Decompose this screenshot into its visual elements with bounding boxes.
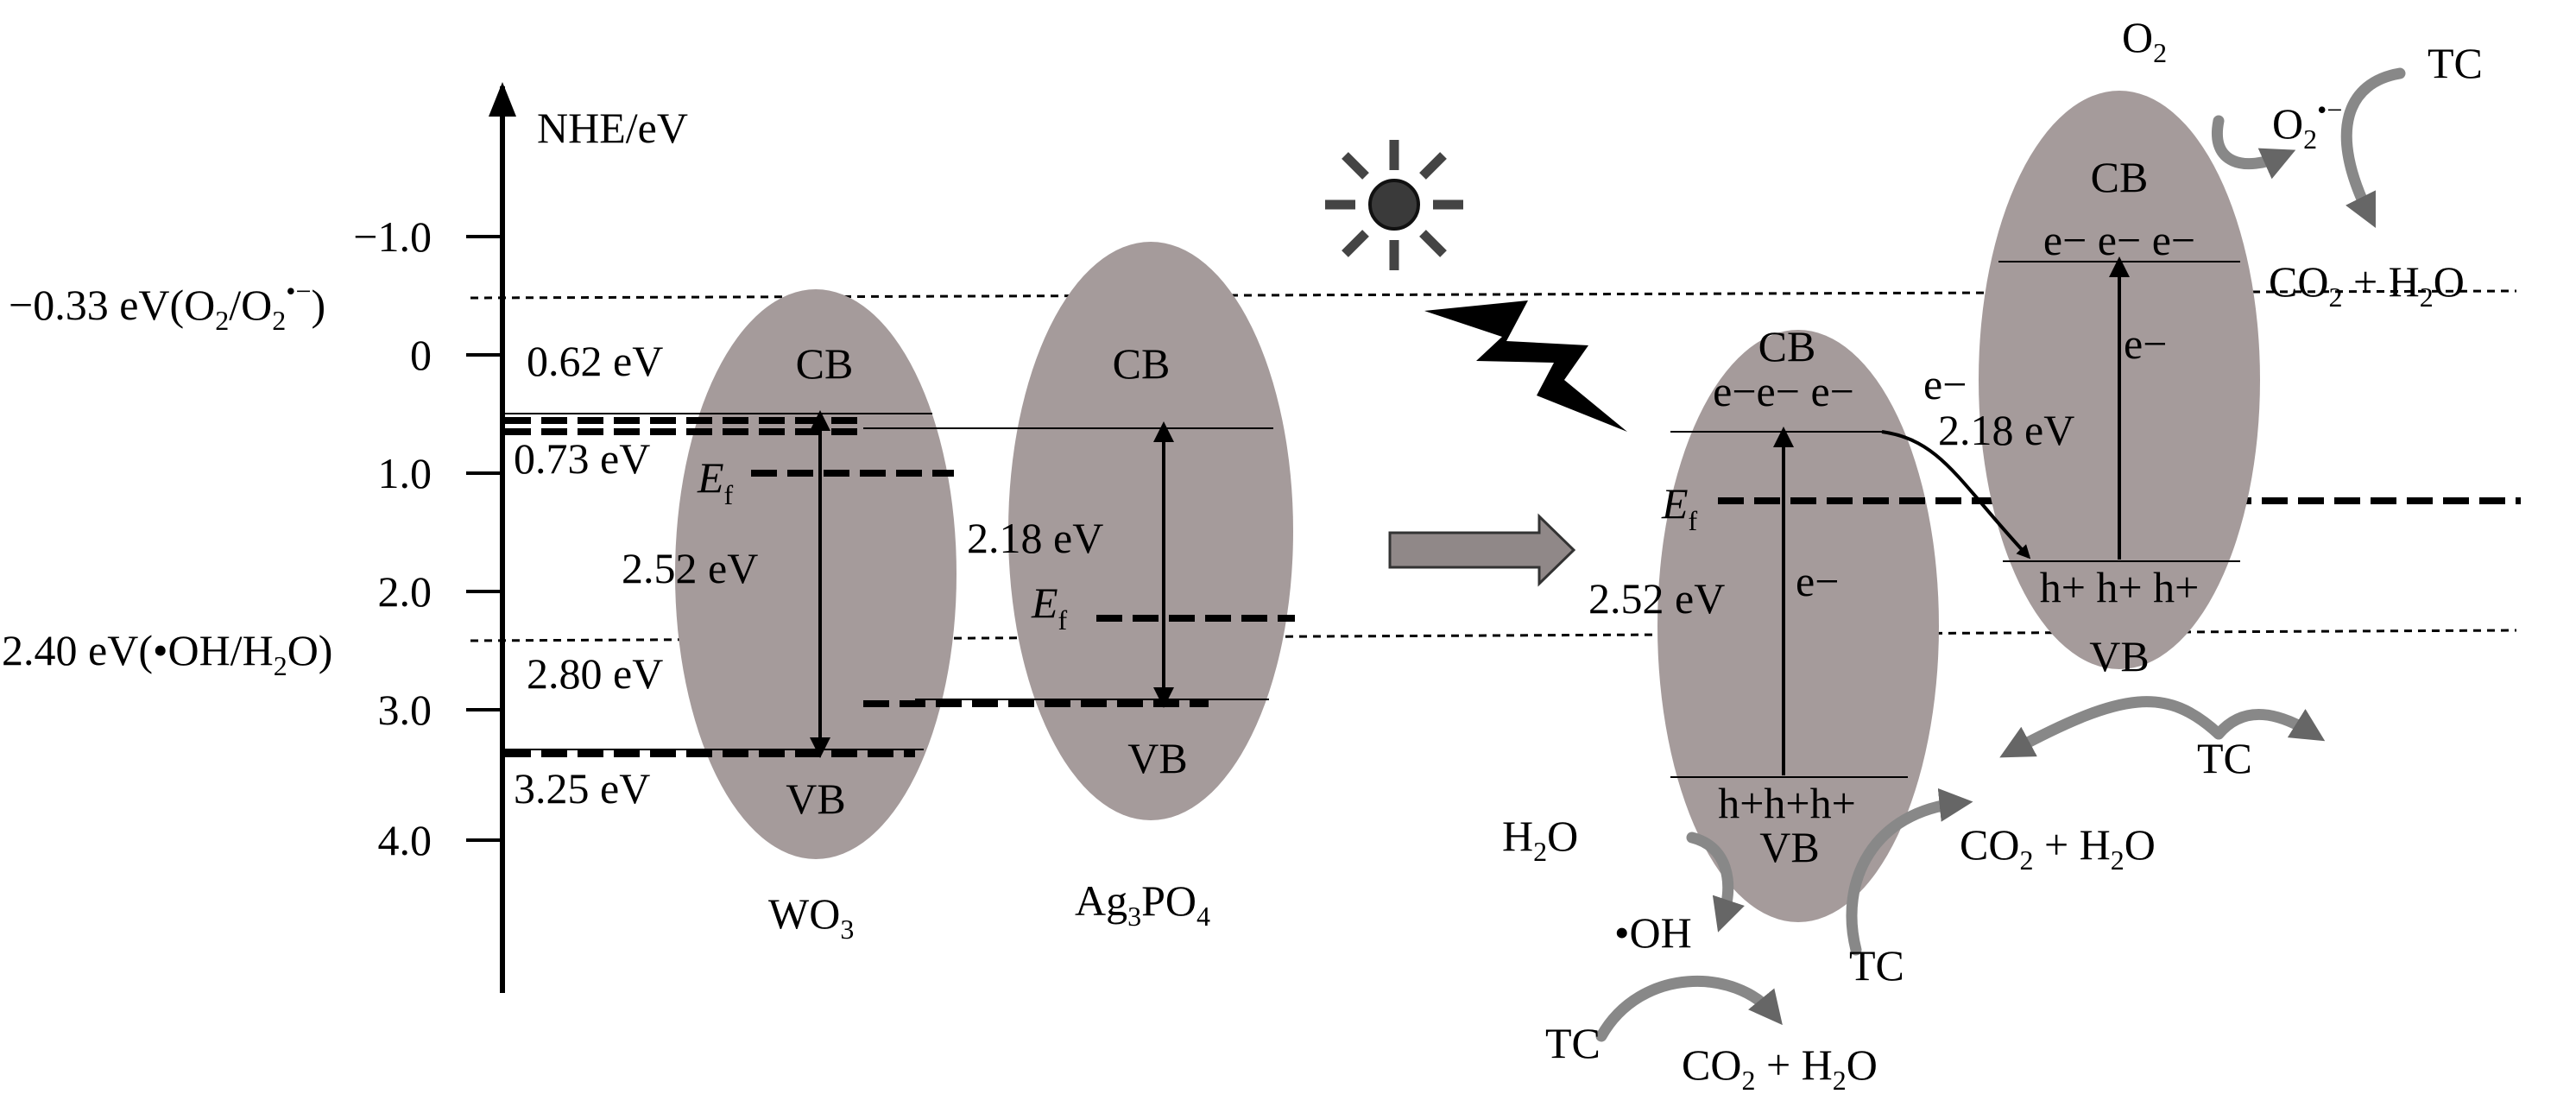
sun-icon [1325,140,1463,270]
electron-transfer-arrow [1881,430,2031,560]
process-arrow [1388,513,1576,587]
tick-label: −1.0 [353,212,432,261]
reaction-arrows [1595,67,2406,1042]
oh-potential-label: 2.40 eV(•OH/H2O) [2,626,332,681]
ag3po4-after-vb-label: VB [2089,632,2149,680]
co2-h2o-right-label: CO2 + H2O [2269,257,2465,313]
tc-top-label: TC [2428,39,2483,87]
tc-mid-label: TC [1849,941,1904,990]
ag3po4-band: CB VB 2.18 eV Ef Ag3PO4 [863,242,1295,932]
tick-label: 3.0 [378,686,432,734]
wo3-gap-label: 2.52 eV [622,544,758,592]
superoxide-label: O2•− [2272,94,2342,155]
co2-h2o-bottom-label: CO2 + H2O [1682,1040,1878,1096]
oh-radical-label: •OH [1614,908,1692,957]
wo3-band: CB VB 0.62 eV 0.73 eV 2.80 eV 3.25 eV 2.… [505,289,957,945]
wo3-after-gap-label: 2.52 eV [1588,574,1725,623]
lightning-icon [1424,300,1627,432]
wo3-after-carrier: e− [1796,557,1839,605]
ag3po4-after-holes: h+ h+ h+ [2040,563,2200,611]
o2-potential-label: −0.33 eV(O2/O2•−) [9,275,325,336]
h2o-label: H2O [1502,812,1578,867]
co2-h2o-mid-label: CO2 + H2O [1960,820,2156,876]
tc-bottom-label: TC [1545,1019,1601,1067]
wo3-after-electrons: e−e− e− [1713,367,1854,415]
ag3po4-cb-label: CB [1113,339,1171,388]
wo3-cb-level: 0.62 eV [527,337,663,385]
wo3-name: WO3 [768,889,854,945]
energy-axis: NHE/eV −1.0 0 1.0 2.0 3.0 4.0 [353,82,688,993]
tick-label: 2.0 [378,567,432,616]
ag3po4-band-after: CB e− e− e− 2.18 eV e− h+ h+ h+ VB [1938,91,2260,680]
ag3po4-name: Ag3PO4 [1075,876,1210,932]
ag3po4-after-cb-label: CB [2091,153,2149,201]
transfer-electron-label: e− [1923,360,1967,408]
wo3-band-after: CB e−e− e− Ef 2.52 eV e− h+h+h+ VB [1588,322,2521,922]
wo3-vb-label: VB [786,775,845,823]
wo3-after-vb-label: VB [1759,823,1819,871]
ag3po4-vb-label: VB [1127,734,1187,782]
axis-label: NHE/eV [537,104,688,152]
tick-label: 1.0 [378,449,432,497]
tick-label: 4.0 [378,816,432,864]
ag3po4-ef-label: Ef [1031,579,1068,636]
o2-label: O2 [2122,13,2167,68]
ag3po4-after-electrons: e− e− e− [2043,216,2195,264]
wo3-cb-label: CB [796,339,854,388]
ag3po4-after-carrier: e− [2124,319,2167,368]
axis-ticks [466,235,502,842]
wo3-cb-level2: 0.73 eV [514,434,650,483]
tick-label: 0 [410,331,432,379]
wo3-after-cb-label: CB [1758,322,1816,370]
ag3po4-after-gap-label: 2.18 eV [1938,406,2074,454]
ag3po4-gap-label: 2.18 eV [967,514,1103,562]
wo3-vb-level2: 3.25 eV [514,764,650,813]
wo3-after-holes: h+h+h+ [1718,779,1856,827]
wo3-after-ef-label: Ef [1661,479,1698,536]
tc-vb-right-label: TC [2197,734,2252,782]
wo3-vb-level: 2.80 eV [527,649,663,698]
wo3-ef-label: Ef [697,453,734,510]
